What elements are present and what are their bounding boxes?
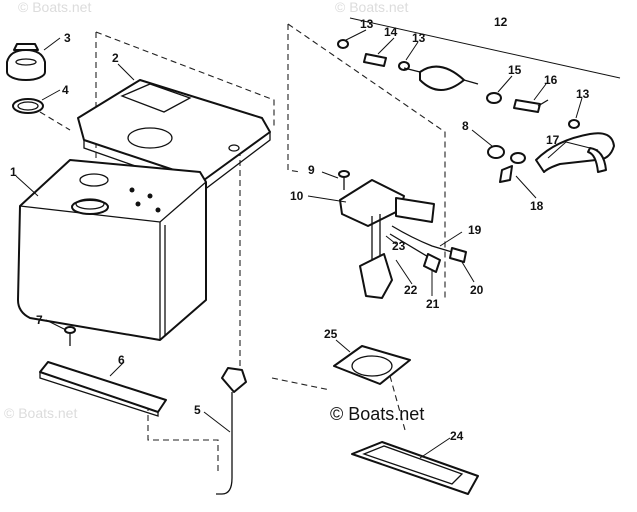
callout-6: 6 [118,353,125,367]
callout-13-second: 13 [412,31,426,45]
callout-2: 2 [112,51,119,65]
tank-bracket [39,361,167,417]
fuel-tank [17,159,207,341]
callout-17: 17 [546,133,560,147]
callout-13-third: 13 [576,87,590,101]
watermark-top-right: © Boats.net [335,0,408,15]
cap-gasket [12,98,44,114]
callout-9: 9 [308,163,315,177]
fuel-pickup-assembly [339,179,467,299]
callout-12: 12 [494,15,508,29]
callout-13-first: 13 [360,17,374,31]
callout-10: 10 [290,189,304,203]
hose-connector [486,92,549,113]
callout-24: 24 [450,429,464,443]
callout-numbers: 3 4 2 1 7 6 5 13 14 13 12 15 16 13 8 17 … [10,15,590,443]
hose-fitting [363,53,387,67]
callout-23: 23 [392,239,406,253]
watermark-left: © Boats.net [4,405,77,421]
callout-3: 3 [64,31,71,45]
screw [64,326,76,346]
callout-8: 8 [462,119,469,133]
callout-22: 22 [404,283,418,297]
copyright-notice: © Boats.net [330,404,424,424]
callout-25: 25 [324,327,338,341]
primer-bulb [403,65,479,91]
callout-4: 4 [62,83,69,97]
part-group-line [349,17,621,79]
fuel-gauge [216,367,247,495]
callout-21: 21 [426,297,440,311]
mounting-plate [351,441,479,495]
callout-14: 14 [384,25,398,39]
callout-15: 15 [508,63,522,77]
fuel-cap [6,43,46,81]
callout-16: 16 [544,73,558,87]
pickup-gasket [333,345,411,385]
callout-20: 20 [470,283,484,297]
callout-18: 18 [530,199,544,213]
callout-5: 5 [194,403,201,417]
callout-1: 1 [10,165,17,179]
callout-leaders [15,29,599,459]
fuel-hose [535,132,615,173]
clamp-nuts [337,39,580,129]
callout-7: 7 [36,313,43,327]
hose-clamps [487,145,526,183]
watermark-top-left: © Boats.net [18,0,91,15]
callout-19: 19 [468,223,482,237]
pickup-screw [338,170,350,190]
